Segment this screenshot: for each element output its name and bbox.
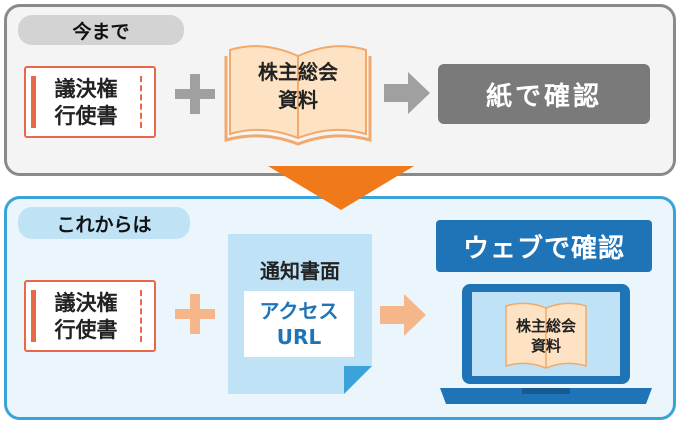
paper-confirm-badge: 紙で確認 xyxy=(438,64,650,124)
laptop-screen-label: 株主総会 資料 xyxy=(515,317,576,355)
access-url-box: アクセス URL xyxy=(244,291,354,357)
ticket-text: 議決権 行使書 xyxy=(54,77,118,128)
laptop-icon xyxy=(440,284,652,404)
plus-icon xyxy=(175,74,215,114)
right-arrow-icon xyxy=(384,72,430,114)
past-label: 今まで xyxy=(18,15,184,45)
ticket-perforation xyxy=(140,290,142,342)
ticket-perforation xyxy=(140,76,142,128)
notice-title: 通知書面 xyxy=(260,259,340,283)
ticket-bar xyxy=(31,290,36,342)
ticket-text: 議決権 行使書 xyxy=(54,291,118,342)
voting-form-ticket-past: 議決権 行使書 xyxy=(24,66,156,138)
down-arrow-icon xyxy=(268,166,414,210)
voting-form-ticket-future: 議決権 行使書 xyxy=(24,280,156,352)
ticket-bar xyxy=(31,76,36,128)
web-confirm-badge: ウェブで確認 xyxy=(436,220,652,272)
open-book-icon xyxy=(224,45,372,146)
plus-icon xyxy=(175,294,215,334)
book-label-past: 株主総会 資料 xyxy=(258,60,338,112)
right-arrow-icon xyxy=(380,294,426,336)
future-label: これからは xyxy=(18,207,190,239)
